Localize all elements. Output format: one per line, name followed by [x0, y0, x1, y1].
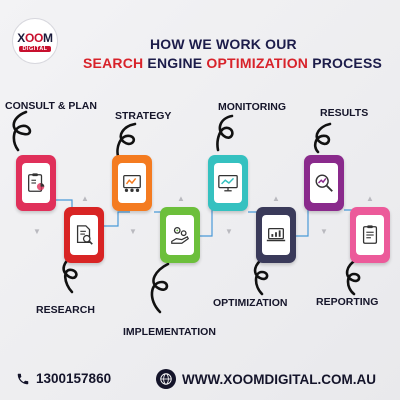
report-clipboard-icon	[362, 225, 378, 244]
strategy-board-icon	[123, 175, 141, 192]
step-label-consult-plan: CONSULT & PLAN	[5, 100, 97, 112]
triangle-down-icon: ▼	[320, 227, 328, 236]
curl-arrow-implementation	[150, 262, 170, 314]
step-card-optimization	[256, 207, 296, 263]
globe-icon	[156, 369, 176, 389]
triangle-down-icon: ▼	[225, 227, 233, 236]
step-card-strategy	[112, 155, 152, 211]
curl-arrow-consult	[12, 110, 32, 152]
curl-arrow-strategy	[116, 122, 137, 158]
connector-4-5	[200, 209, 226, 237]
magnifier-trend-icon	[315, 174, 333, 192]
step-card-reporting	[350, 207, 390, 263]
step-label-results: RESULTS	[320, 107, 369, 119]
triangle-down-icon: ▼	[33, 227, 41, 236]
footer-phone[interactable]: 1300157860	[16, 371, 111, 386]
hand-gears-icon	[171, 227, 190, 244]
connector-2-3	[104, 211, 130, 227]
title-word-optimization: OPTIMIZATION	[206, 55, 309, 71]
step-label-monitoring: MONITORING	[218, 101, 287, 113]
curl-arrow-optimization	[253, 256, 269, 296]
brand-logo: XOOM DIGITAL	[12, 18, 58, 64]
step-card-monitoring	[208, 155, 248, 211]
step-card-results	[304, 155, 344, 211]
title-word-engine: ENGINE	[147, 55, 203, 71]
step-card-research	[64, 207, 104, 263]
curl-arrow-results	[313, 122, 332, 154]
triangle-up-icon: ▲	[177, 194, 185, 203]
title-word-process: PROCESS	[312, 55, 383, 71]
step-label-strategy: STRATEGY	[115, 110, 172, 122]
logo-text: XOOM	[17, 30, 53, 45]
website-url: WWW.XOOMDIGITAL.COM.AU	[182, 371, 376, 387]
triangle-up-icon: ▲	[81, 194, 89, 203]
triangle-up-icon: ▲	[272, 194, 280, 203]
title-word-search: SEARCH	[83, 55, 144, 71]
triangle-up-icon: ▲	[366, 194, 374, 203]
phone-number: 1300157860	[36, 371, 112, 386]
step-label-implementation: IMPLEMENTATION	[123, 326, 216, 338]
triangle-down-icon: ▼	[129, 227, 137, 236]
step-label-optimization: OPTIMIZATION	[213, 297, 288, 309]
step-card-consult-plan	[16, 155, 56, 211]
phone-icon	[17, 373, 29, 384]
connector-6-7	[296, 207, 322, 237]
curl-arrow-research	[62, 254, 78, 294]
curl-arrow-monitoring	[216, 114, 234, 152]
step-label-research: RESEARCH	[36, 304, 95, 316]
step-card-implementation	[160, 207, 200, 263]
document-search-icon	[76, 225, 93, 245]
curl-arrow-reporting	[345, 258, 361, 296]
page-title-line1: HOW WE WORK OUR	[150, 36, 297, 52]
clipboard-chart-icon	[28, 173, 45, 192]
laptop-growth-icon	[266, 227, 286, 242]
footer-website[interactable]: WWW.XOOMDIGITAL.COM.AU	[156, 369, 376, 389]
monitor-graph-icon	[218, 175, 238, 192]
step-label-reporting: REPORTING	[316, 296, 379, 308]
logo-subtext: DIGITAL	[19, 45, 51, 52]
page-title-line2: SEARCH ENGINE OPTIMIZATION PROCESS	[83, 55, 382, 71]
